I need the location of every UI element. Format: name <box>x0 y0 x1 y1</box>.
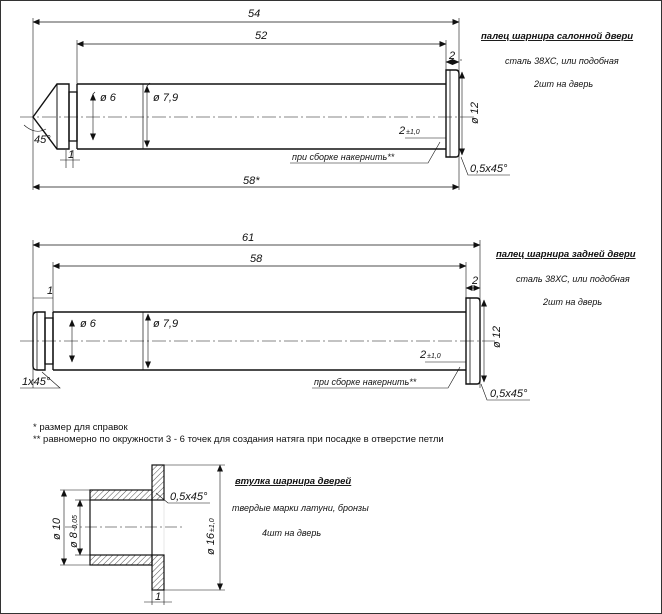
dim-bushing-chamfer: 0,5х45° <box>170 491 208 503</box>
pin-rear-door-labels: 61 58 2 1 ø 6 ø 7,9 1х45° 2±1,0 0,5х45° … <box>22 232 636 400</box>
dim-head-diameter-2: ø 12 <box>491 326 503 348</box>
dim-overall-length-1: 54 <box>248 8 260 20</box>
dim-head-diameter-1: ø 12 <box>469 102 481 124</box>
quantity-salon-pin: 2шт на дверь <box>533 79 593 89</box>
material-salon-pin: сталь 38ХС, или подобная <box>505 56 619 66</box>
note-punch-1: при сборке накернить** <box>292 152 395 162</box>
dim-head-chamfer-2: 0,5х45° <box>490 388 528 400</box>
dim-shaft-diameter-2: ø 7,9 <box>153 318 178 330</box>
note-punch-2: при сборке накернить** <box>314 377 417 387</box>
dim-chamfer-angle-1: 45° <box>34 134 51 146</box>
dim-body-length-1: 52 <box>255 30 267 42</box>
title-rear-pin: палец шарнира задней двери <box>496 249 636 260</box>
dim-groove-diameter-2: ø 6 <box>80 318 97 330</box>
dim-head-chamfer-1: 0,5х45° <box>470 163 508 175</box>
material-rear-pin: сталь 38ХС, или подобная <box>516 274 630 284</box>
dim-offset-1: 2±1,0 <box>398 125 420 137</box>
bushing-labels: ø 10 ø 8-0,05 ø 16±1,0 0,5х45° 1 втулка … <box>51 476 369 603</box>
footnote-reference: * размер для справок <box>33 422 128 433</box>
bushing-drawing <box>60 464 225 605</box>
dim-offset-2: 2±1,0 <box>419 349 441 361</box>
footnotes: * размер для справок ** равномерно по ок… <box>33 422 444 445</box>
dim-head-thickness-2: 2 <box>471 275 478 287</box>
dim-step-1: 1 <box>68 149 74 161</box>
quantity-bushing: 4шт на дверь <box>262 528 321 538</box>
dim-left-chamfer-2: 1х45° <box>22 376 51 388</box>
dim-total-length-1: 58* <box>243 175 260 187</box>
dim-shaft-diameter-1: ø 7,9 <box>153 92 178 104</box>
pin-rear-door-drawing <box>20 240 530 401</box>
material-bushing: твердые марки латуни, бронзы <box>232 503 369 513</box>
dim-body-length-2: 58 <box>250 253 263 265</box>
dim-step-2: 1 <box>47 285 53 297</box>
dim-bushing-inner-diameter: ø 8-0,05 <box>68 515 80 548</box>
dim-bushing-flange-thickness: 1 <box>155 591 161 603</box>
dim-bushing-outer-diameter: ø 10 <box>51 517 63 540</box>
pin-salon-door-labels: 54 52 58* 2 ø 6 ø 7,9 45° 1 2±1,0 0,5х45… <box>34 8 633 187</box>
quantity-rear-pin: 2шт на дверь <box>542 297 602 307</box>
dim-overall-length-2: 61 <box>242 232 254 244</box>
title-salon-pin: палец шарнира салонной двери <box>481 31 633 42</box>
dim-bushing-flange-diameter: ø 16±1,0 <box>205 518 217 555</box>
dim-head-thickness-1: 2 <box>448 50 455 62</box>
footnote-punch: ** равномерно по окружности 3 - 6 точек … <box>33 434 444 445</box>
pin-salon-door-drawing <box>20 18 510 190</box>
title-bushing: втулка шарнира дверей <box>235 476 351 487</box>
dim-groove-diameter-1: ø 6 <box>100 92 117 104</box>
